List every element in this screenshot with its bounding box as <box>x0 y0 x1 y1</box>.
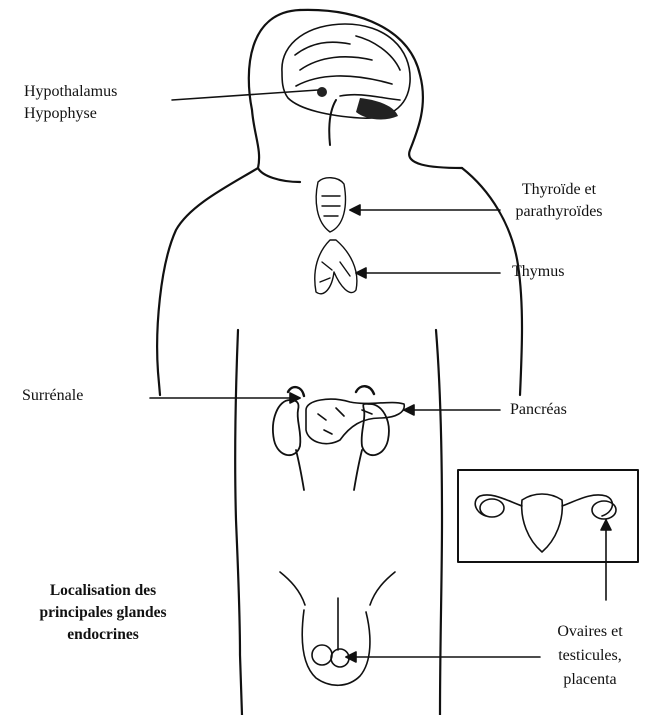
label-pancreas: Pancréas <box>510 400 567 420</box>
label-hypothalamus: Hypothalamus <box>24 82 117 102</box>
label-ovaires-line2: testicules, <box>540 646 640 666</box>
pointers <box>150 90 611 662</box>
label-thyroide-line2: parathyroïdes <box>500 202 618 222</box>
label-ovaires-line1: Ovaires et <box>540 622 640 642</box>
uterus-ovaries <box>475 494 616 552</box>
caption: Localisation des principales glandes end… <box>8 580 198 646</box>
thyroid <box>316 178 345 232</box>
pointer-hypothalamus <box>172 90 318 100</box>
caption-line1: Localisation des <box>8 580 198 602</box>
caption-line2: principales glandes <box>8 602 198 624</box>
label-ovaires-line3: placenta <box>540 670 640 690</box>
label-hypophyse: Hypophyse <box>24 104 97 124</box>
caption-line3: endocrines <box>8 624 198 646</box>
pancreas <box>306 399 404 443</box>
label-thymus: Thymus <box>512 262 564 282</box>
thymus <box>315 240 357 294</box>
label-thyroide-line1: Thyroïde et <box>500 180 618 200</box>
label-surrenale: Surrénale <box>22 386 83 406</box>
brain <box>282 24 410 145</box>
genitals <box>280 572 395 685</box>
